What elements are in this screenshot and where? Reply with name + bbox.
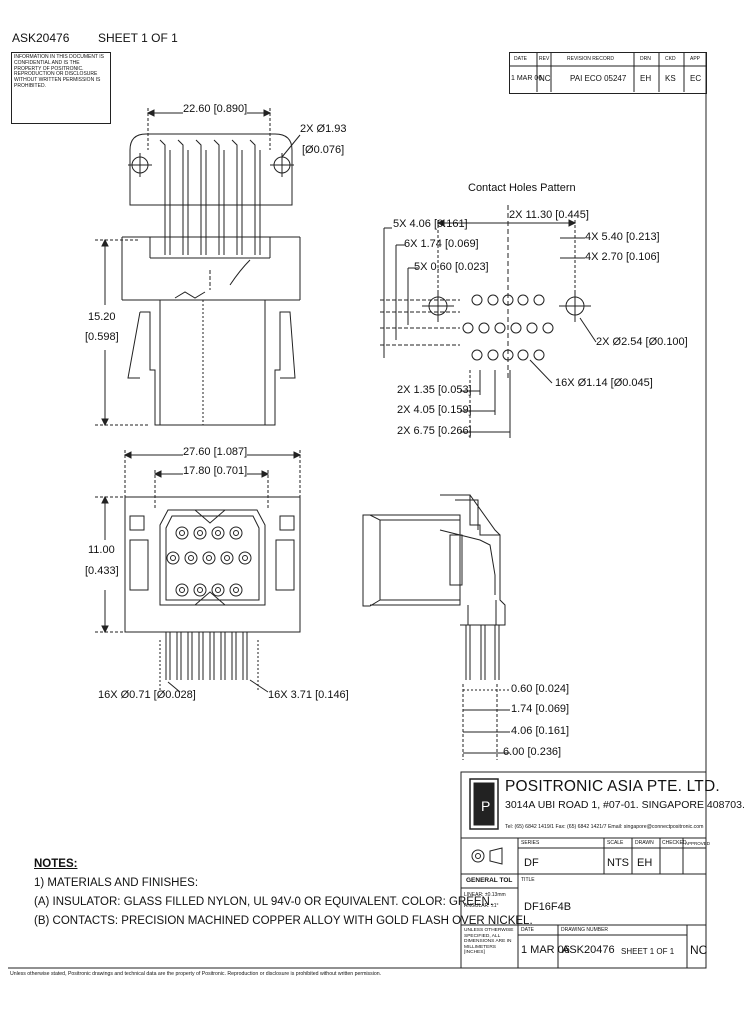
pattern-d3: 4X 5.40 [0.213] (585, 231, 660, 243)
rev-drn: EH (640, 74, 652, 83)
sheet-label: SHEET 1 OF 1 (98, 31, 178, 45)
top-height-in: [0.598] (85, 331, 119, 343)
front-w2: 17.80 [0.701] (183, 465, 248, 477)
rev-header-drn: DRN (640, 56, 651, 62)
series-value: DF (524, 857, 539, 869)
pattern-title: Contact Holes Pattern (468, 182, 576, 194)
front-h-in: [0.433] (85, 565, 119, 577)
pattern-d9: 2X 1.35 [0.053] (397, 384, 472, 396)
rev-header-date: DATE (514, 56, 527, 62)
rev-app: EC (690, 74, 702, 83)
rev-header-record: REVISION RECORD (567, 56, 614, 62)
top-width-label: 22.60 [0.890] (183, 103, 248, 115)
notes-heading: NOTES: (34, 858, 78, 870)
units-note: UNLESS OTHERWISE SPECIFIED, ALL DIMENSIO… (464, 928, 514, 956)
rev-header-ckd: CKD (665, 56, 676, 62)
top-height-mm: 15.20 (88, 311, 116, 323)
title-sheet: SHEET 1 OF 1 (621, 947, 675, 956)
rev-ckd: KS (665, 74, 676, 83)
company-address: 3014A UBI ROAD 1, #07-01. SINGAPORE 4087… (505, 799, 745, 811)
notes-line-3: (B) CONTACTS: PRECISION MACHINED COPPER … (34, 915, 533, 927)
rev-record: PAI ECO 05247 (570, 74, 627, 83)
pattern-d11: 2X 6.75 [0.266] (397, 425, 472, 437)
pattern-d1: 2X 11.30 [0.445] (509, 209, 589, 221)
tol-angular: ANGULAR: ±1° (464, 903, 499, 909)
pattern-d4: 6X 1.74 [0.069] (404, 238, 479, 250)
date-label: DATE (521, 927, 534, 933)
series-label: SERIES (521, 840, 540, 846)
company-contact: Tel: (65) 6842 1419/1 Fax: (65) 6842 142… (505, 824, 704, 830)
rev-rev: NC (539, 74, 551, 83)
side-s1: 0.60 [0.024] (511, 683, 570, 695)
date-value: 1 MAR 06 (521, 944, 570, 956)
hole-label-2: [Ø0.076] (302, 144, 345, 156)
drawing-no-value: ASK20476 (562, 944, 615, 956)
front-tail: 16X 3.71 [0.146] (268, 689, 349, 701)
rev-value: NC (690, 943, 708, 957)
rev-header-app: APP (690, 56, 701, 62)
front-h-mm: 11.00 (88, 544, 115, 556)
front-w1: 27.60 [1.087] (183, 446, 248, 458)
hole-label-1: 2X Ø1.93 (300, 123, 347, 135)
pattern-d5: 4X 2.70 [0.106] (585, 251, 660, 263)
title-label: TITLE (521, 877, 535, 883)
rev-date: 1 MAR 06 (511, 75, 543, 82)
pattern-d2: 5X 4.06 [0.161] (393, 218, 468, 230)
side-s2: 1.74 [0.069] (511, 703, 570, 715)
general-tol: GENERAL TOL (466, 877, 513, 884)
drawn-label: DRAWN (635, 840, 654, 846)
notes-line-2: (A) INSULATOR: GLASS FILLED NYLON, UL 94… (34, 896, 494, 908)
side-s4: 6.00 [0.236] (503, 746, 562, 758)
side-s3: 4.06 [0.161] (511, 725, 570, 737)
drawn-value: EH (637, 857, 653, 869)
rev-header-rev: REV (539, 56, 550, 62)
hole-row-1 (471, 294, 545, 306)
front-pins: 16X Ø0.71 [Ø0.028] (98, 689, 196, 701)
disclaimer-text: INFORMATION IN THIS DOCUMENT IS CONFIDEN… (14, 54, 105, 89)
doc-number: ASK20476 (12, 31, 70, 45)
scale-label: SCALE (607, 840, 624, 846)
checked-label: CHECKED (662, 840, 687, 846)
pattern-d8: 16X Ø1.14 [Ø0.045] (555, 377, 653, 389)
drawing-no-label: DRAWING NUMBER (561, 927, 609, 933)
svg-text:P: P (481, 798, 490, 814)
approved-label: APPROVED (685, 841, 711, 846)
front-contacts (166, 526, 252, 597)
company-name: POSITRONIC ASIA PTE. LTD. (505, 778, 720, 795)
notes: NOTES: 1) MATERIALS AND FINISHES: (A) IN… (34, 855, 533, 931)
disclaimer-box: INFORMATION IN THIS DOCUMENT IS CONFIDEN… (11, 52, 111, 124)
scale-value: NTS (607, 857, 629, 869)
tol-linear: LINEAR: ±0.13mm (464, 892, 506, 898)
title-value: DF16F4B (524, 901, 572, 913)
notes-line-1: 1) MATERIALS AND FINISHES: (34, 877, 199, 889)
pattern-d6: 5X 0.60 [0.023] (414, 261, 489, 273)
pattern-d7: 2X Ø2.54 [Ø0.100] (596, 336, 688, 348)
pattern-d10: 2X 4.05 [0.159] (397, 404, 472, 416)
footer-text: Unless otherwise stated, Positronic draw… (10, 971, 382, 977)
